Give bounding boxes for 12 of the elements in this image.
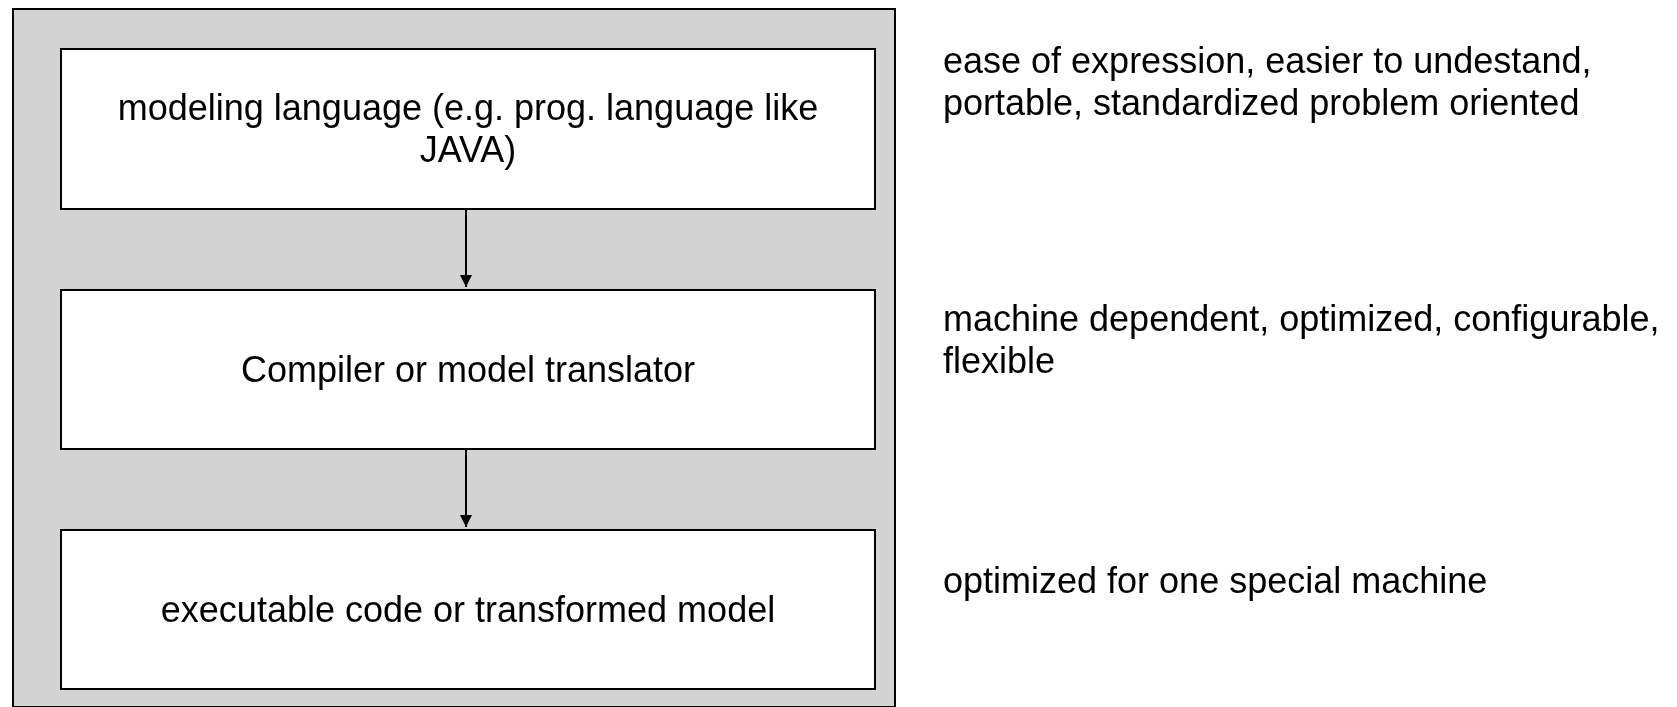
description-text: ease of expression, easier to undestand, portable, standardized problem oriented [943, 40, 1593, 124]
arrow [460, 207, 472, 288]
box-label: modeling language (e.g. prog. language like JAVA) [116, 87, 820, 171]
process-box [60, 48, 876, 210]
box-label: executable code or transformed model [159, 588, 777, 631]
process-box [60, 289, 876, 450]
arrow [460, 447, 472, 528]
description-text: optimized for one special machine [943, 560, 1489, 602]
panel-background [12, 8, 896, 707]
process-box [60, 529, 876, 690]
description-text: machine dependent, optimized, configurable, flexible [943, 298, 1661, 382]
box-label: Compiler or model translator [239, 348, 697, 391]
